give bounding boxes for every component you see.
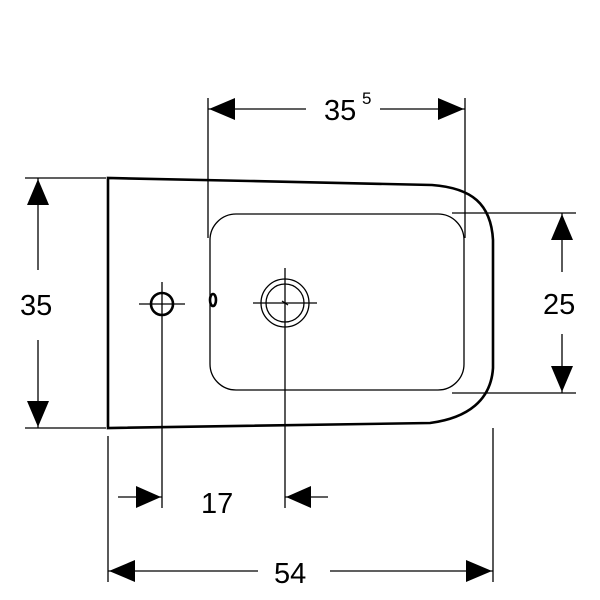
overall-depth-value: 35 [20, 290, 52, 322]
top-width-superscript: 5 [362, 89, 371, 108]
overall-depth-dimension: 35 [20, 177, 106, 429]
top-width-value: 35 [324, 95, 356, 127]
bidet-outline [106, 176, 495, 430]
tap-hole-icon [139, 282, 185, 326]
bowl-outline [209, 213, 465, 391]
bowl-depth-dimension: 25 [452, 212, 576, 394]
bowl-depth-value: 25 [543, 289, 575, 321]
overall-width-dimension: 54 [107, 428, 494, 590]
top-width-dimension: 35 5 [207, 89, 466, 238]
drain-icon [253, 268, 317, 338]
overall-width-value: 54 [274, 558, 306, 590]
overflow-hole-icon [208, 292, 218, 308]
tap-hole-offset-dimension: 17 [118, 326, 328, 520]
tap-hole-offset-value: 17 [201, 488, 233, 520]
